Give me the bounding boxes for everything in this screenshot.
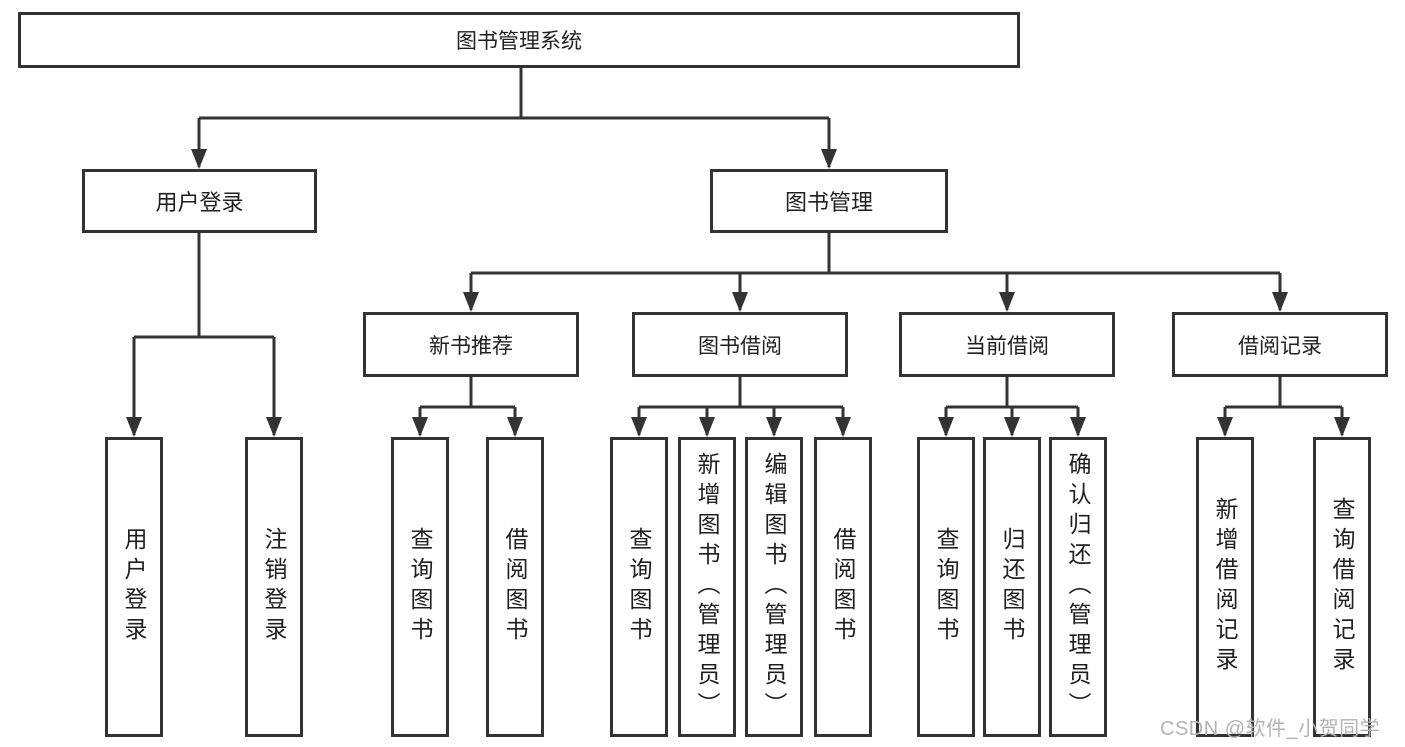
leaf-user-login-label: 用户登录 xyxy=(121,527,147,647)
arrow-down-icon xyxy=(1070,417,1086,437)
connector-borrow-to-leaves xyxy=(637,377,845,435)
arrow-down-icon xyxy=(507,417,523,437)
arrow-down-icon xyxy=(999,292,1015,312)
leaf-borrow-book-recommend-label: 借阅图书 xyxy=(502,527,528,647)
node-current-borrowing-label: 当前借阅 xyxy=(965,334,1049,358)
node-book-borrowing-label: 图书借阅 xyxy=(698,334,782,358)
arrow-down-icon xyxy=(835,417,851,437)
leaf-return-book-label: 归还图书 xyxy=(999,527,1025,647)
leaf-query-book-current: 查询图书 xyxy=(917,437,975,737)
leaf-query-book-recommend-label: 查询图书 xyxy=(407,527,433,647)
node-user-login: 用户登录 xyxy=(82,169,317,233)
arrow-down-icon xyxy=(631,417,647,437)
arrow-down-icon xyxy=(1334,417,1350,437)
leaf-logout-label: 注销登录 xyxy=(261,527,287,647)
leaf-add-book-admin-label: 新增图书（管理员） xyxy=(694,452,720,722)
connector-userlogin-to-leaves xyxy=(132,233,276,435)
arrow-down-icon xyxy=(126,417,142,437)
arrow-down-icon xyxy=(412,417,428,437)
leaf-logout: 注销登录 xyxy=(245,437,303,737)
leaf-query-book-recommend: 查询图书 xyxy=(391,437,449,737)
node-borrowing-records-label: 借阅记录 xyxy=(1238,334,1322,358)
node-new-book-recommend-label: 新书推荐 xyxy=(429,334,513,358)
leaf-add-book-admin: 新增图书（管理员） xyxy=(678,437,736,737)
node-book-management-label: 图书管理 xyxy=(784,190,873,215)
leaf-borrow-book-recommend: 借阅图书 xyxy=(486,437,544,737)
leaf-query-borrow-record-label: 查询借阅记录 xyxy=(1329,497,1355,677)
node-new-book-recommend: 新书推荐 xyxy=(363,312,579,377)
arrow-down-icon xyxy=(1004,417,1020,437)
node-borrowing-records: 借阅记录 xyxy=(1172,312,1388,377)
leaf-query-book-current-label: 查询图书 xyxy=(933,527,959,647)
connector-bookmgmt-to-level3 xyxy=(469,233,1282,310)
leaf-user-login: 用户登录 xyxy=(105,437,163,737)
leaf-query-borrow-record: 查询借阅记录 xyxy=(1313,437,1371,737)
arrow-down-icon xyxy=(699,417,715,437)
leaf-borrow-book-label: 借阅图书 xyxy=(830,527,856,647)
arrow-down-icon xyxy=(732,292,748,312)
arrow-down-icon xyxy=(1217,417,1233,437)
connector-root-to-level2 xyxy=(197,68,831,167)
leaf-return-book: 归还图书 xyxy=(983,437,1041,737)
leaf-borrow-book: 借阅图书 xyxy=(814,437,872,737)
leaf-add-borrow-record: 新增借阅记录 xyxy=(1196,437,1254,737)
arrow-down-icon xyxy=(821,149,837,169)
node-root: 图书管理系统 xyxy=(18,12,1020,68)
arrow-down-icon xyxy=(1272,292,1288,312)
arrow-down-icon xyxy=(938,417,954,437)
leaf-confirm-return-admin-label: 确认归还（管理员） xyxy=(1065,452,1091,722)
leaf-edit-book-admin-label: 编辑图书（管理员） xyxy=(761,452,787,722)
node-book-borrowing: 图书借阅 xyxy=(632,312,848,377)
leaf-edit-book-admin: 编辑图书（管理员） xyxy=(745,437,803,737)
arrow-down-icon xyxy=(266,417,282,437)
arrow-down-icon xyxy=(463,292,479,312)
arrow-down-icon xyxy=(766,417,782,437)
connector-current-to-leaves xyxy=(944,377,1080,435)
leaf-add-borrow-record-label: 新增借阅记录 xyxy=(1212,497,1238,677)
node-current-borrowing: 当前借阅 xyxy=(899,312,1115,377)
connector-newbook-to-leaves xyxy=(418,377,517,435)
csdn-watermark: CSDN @软件_小贺同学 xyxy=(1160,718,1381,740)
leaf-confirm-return-admin: 确认归还（管理员） xyxy=(1049,437,1107,737)
node-user-login-label: 用户登录 xyxy=(155,190,244,215)
arrow-down-icon xyxy=(191,149,207,169)
node-root-label: 图书管理系统 xyxy=(456,30,582,53)
leaf-query-book-borrow: 查询图书 xyxy=(610,437,668,737)
connector-records-to-leaves xyxy=(1223,377,1344,435)
node-book-management: 图书管理 xyxy=(710,169,948,233)
leaf-query-book-borrow-label: 查询图书 xyxy=(626,527,652,647)
